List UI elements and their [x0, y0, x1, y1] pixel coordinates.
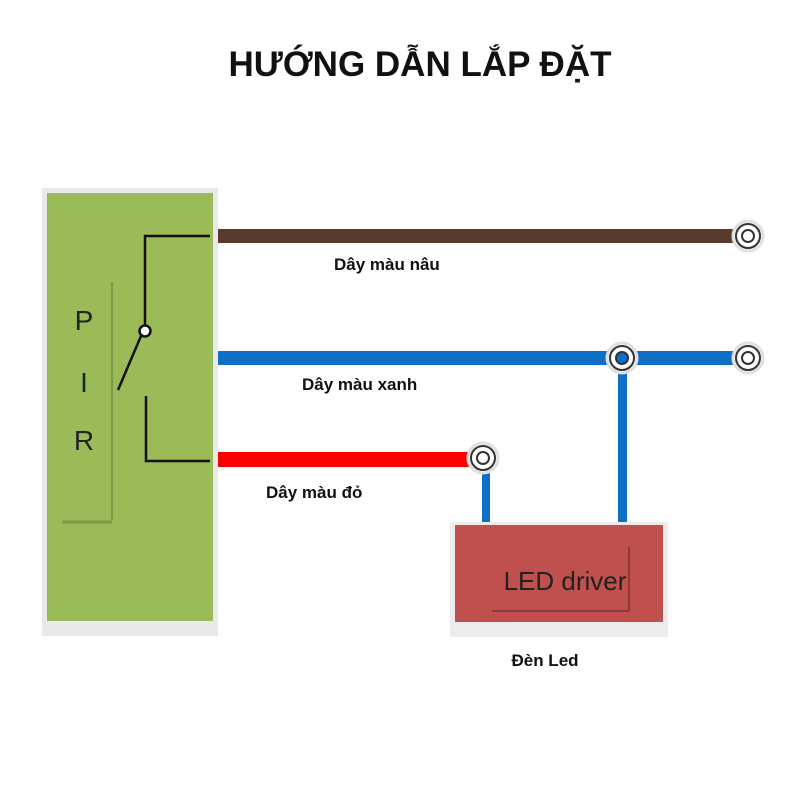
led-caption: Đèn Led — [511, 651, 578, 670]
pir-letter-r: R — [74, 425, 94, 456]
switch-lower-line — [144, 396, 210, 463]
pir-sensor-box — [47, 193, 213, 621]
pir-switch — [116, 234, 210, 463]
led-driver-label: LED driver — [504, 566, 627, 596]
led-driver: LED driver — [450, 522, 668, 637]
switch-blade — [116, 335, 143, 391]
red-wire — [218, 452, 490, 523]
red-wire-label: Dây màu đỏ — [266, 483, 362, 502]
pir-letter-i: I — [80, 367, 88, 398]
blue-wire-drop — [618, 365, 627, 523]
terminal-blue — [731, 341, 765, 375]
switch-upper-line — [143, 234, 210, 330]
red-wire-drop — [482, 470, 490, 523]
page-title: HƯỚNG DẪN LẮP ĐẶT — [229, 44, 612, 84]
terminal-red — [466, 441, 500, 475]
terminal-brown — [731, 219, 765, 253]
blue-wire-label: Dây màu xanh — [302, 375, 417, 394]
blue-wire-line — [218, 351, 745, 365]
pir-letter-p: P — [75, 305, 94, 336]
brown-wire-label: Dây màu nâu — [334, 255, 440, 274]
brown-wire — [218, 229, 745, 243]
switch-pivot — [138, 324, 152, 338]
brown-wire-line — [218, 229, 745, 243]
red-wire-line — [218, 452, 480, 467]
pir-sensor: P I R — [42, 188, 218, 636]
terminal-blue-junction — [605, 341, 639, 375]
